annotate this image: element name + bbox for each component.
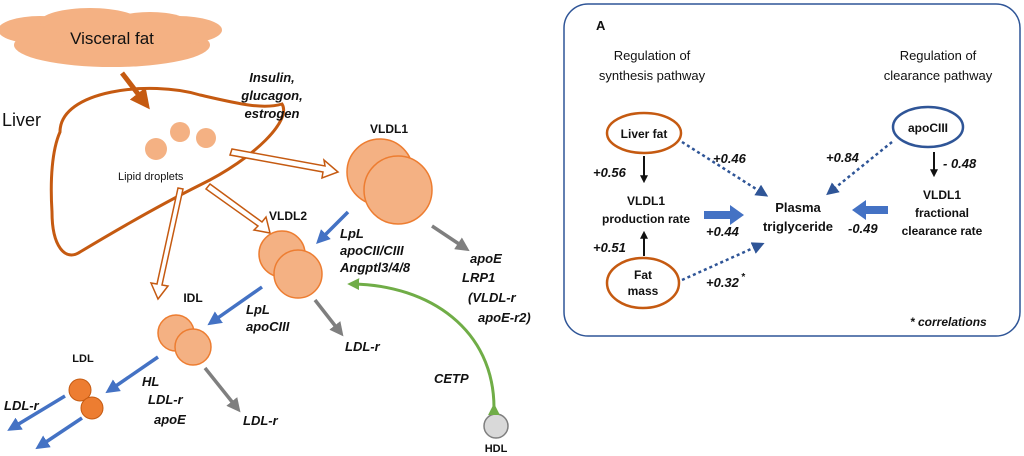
vldl1-lipolysis-label: LpL <box>340 226 364 241</box>
idl-lipolysis-label: apoE <box>154 412 186 427</box>
liver-fat-node <box>605 111 683 155</box>
apociii-to-tg-arrow <box>826 141 893 196</box>
hdl-particle <box>483 413 509 439</box>
clearance-to-tg-arrow <box>852 200 888 220</box>
vldl1-lipolysis-label: Angptl3/4/8 <box>339 260 411 275</box>
secretion-arrow-vldl1 <box>229 148 340 180</box>
clearance-title: Regulation of <box>900 48 977 63</box>
coef-fatmass-tg-asterisk: * <box>741 272 746 283</box>
secretion-arrow-idl <box>149 187 184 301</box>
panel-letter: A <box>596 18 606 33</box>
fat-mass-label: mass <box>628 284 659 298</box>
synthesis-title: synthesis pathway <box>599 68 706 83</box>
plasma-tg-label: triglyceride <box>763 219 833 234</box>
vldl1-production-label: production rate <box>602 212 690 226</box>
apociii-node <box>891 105 965 149</box>
footnote: * correlations <box>910 315 987 329</box>
vldl1-clearance-label: apoE <box>470 251 502 266</box>
ldl-particle <box>80 396 104 420</box>
coef-liverfat-production: +0.56 <box>593 165 627 180</box>
synthesis-title: Regulation of <box>614 48 691 63</box>
coef-production-tg: +0.44 <box>706 224 740 239</box>
liver-outline <box>49 86 286 257</box>
fat-mass-node <box>605 256 681 310</box>
coef-fatmass-production: +0.51 <box>593 240 626 255</box>
liver-label: Liver <box>2 110 41 130</box>
coef-clearance-tg: -0.49 <box>848 221 878 236</box>
vldl2-label: VLDL2 <box>269 209 307 223</box>
visceral-fat-label: Visceral fat <box>70 29 154 48</box>
ldl-clearance-label: LDL-r <box>4 398 40 413</box>
vldl1-production-label: VLDL1 <box>627 194 665 208</box>
fatmass-to-tg-arrow <box>681 242 765 282</box>
hormone-label: Insulin, <box>249 70 295 85</box>
cetp-arrow <box>347 278 501 416</box>
vldl2-particle <box>273 249 323 299</box>
visceral-fat-shape <box>0 8 222 67</box>
ldl-label: LDL <box>72 353 94 365</box>
hormone-label: estrogen <box>245 106 300 121</box>
vldl1-clearance-rate-label: clearance rate <box>902 224 983 238</box>
coef-apociii-tg: +0.84 <box>826 150 860 165</box>
vldl2-lipolysis-label: apoCIII <box>246 319 290 334</box>
liver-fat-label: Liver fat <box>621 127 668 141</box>
idl-clearance-label: LDL-r <box>243 413 279 428</box>
cetp-label: CETP <box>434 371 469 386</box>
vldl1-clearance-arrow <box>431 224 470 252</box>
lipolysis-arrow-idl-ldl <box>105 355 159 394</box>
ldl-particle <box>68 378 92 402</box>
secretion-arrow-vldl2 <box>204 182 272 234</box>
production-to-tg-arrow <box>704 205 744 225</box>
vldl1-particle <box>363 155 433 225</box>
fat-mass-label: Fat <box>634 268 652 282</box>
clearance-title: clearance pathway <box>884 68 993 83</box>
lipolysis-arrow-vldl1-vldl2 <box>316 210 350 244</box>
idl-particle <box>174 328 212 366</box>
coef-fatmass-tg: +0.32 <box>706 275 740 290</box>
vldl2-clearance-label: LDL-r <box>345 339 381 354</box>
panel-a-border <box>563 3 1021 337</box>
vldl1-clearance-label: LRP1 <box>462 270 495 285</box>
lipolysis-arrow-vldl2-idl <box>207 285 264 326</box>
lipid-droplet <box>196 128 216 148</box>
vldl1-clearance-rate-label: VLDL1 <box>923 188 961 202</box>
lipid-droplet <box>170 122 190 142</box>
plasma-tg-label: Plasma <box>775 200 821 215</box>
ldl-clearance-arrow <box>7 394 66 431</box>
idl-clearance-arrow <box>203 366 241 413</box>
liverfat-to-tg-arrow <box>681 140 769 197</box>
hormone-label: glucagon, <box>240 88 302 103</box>
idl-label: IDL <box>183 291 202 305</box>
vldl2-lipolysis-label: LpL <box>246 302 270 317</box>
hdl-label: HDL <box>485 443 508 455</box>
vldl1-clearance-label: apoE-r2) <box>478 310 531 325</box>
lipid-droplet <box>145 138 167 160</box>
idl-lipolysis-label: LDL-r <box>148 392 184 407</box>
vldl1-clearance-rate-label: fractional <box>915 206 969 220</box>
coef-apociii-clearance: - 0.48 <box>943 156 977 171</box>
ldl-clearance-arrow <box>35 416 83 450</box>
vldl1-clearance-label: (VLDL-r <box>468 290 517 305</box>
vldl2-clearance-arrow <box>313 298 344 337</box>
idl-lipolysis-label: HL <box>142 374 159 389</box>
apociii-label: apoCIII <box>908 121 948 135</box>
coef-liverfat-tg: +0.46 <box>713 151 747 166</box>
vldl1-lipolysis-label: apoCII/CIII <box>340 243 404 258</box>
lipid-droplets-label: Lipid droplets <box>118 171 184 183</box>
vldl1-label: VLDL1 <box>370 122 408 136</box>
